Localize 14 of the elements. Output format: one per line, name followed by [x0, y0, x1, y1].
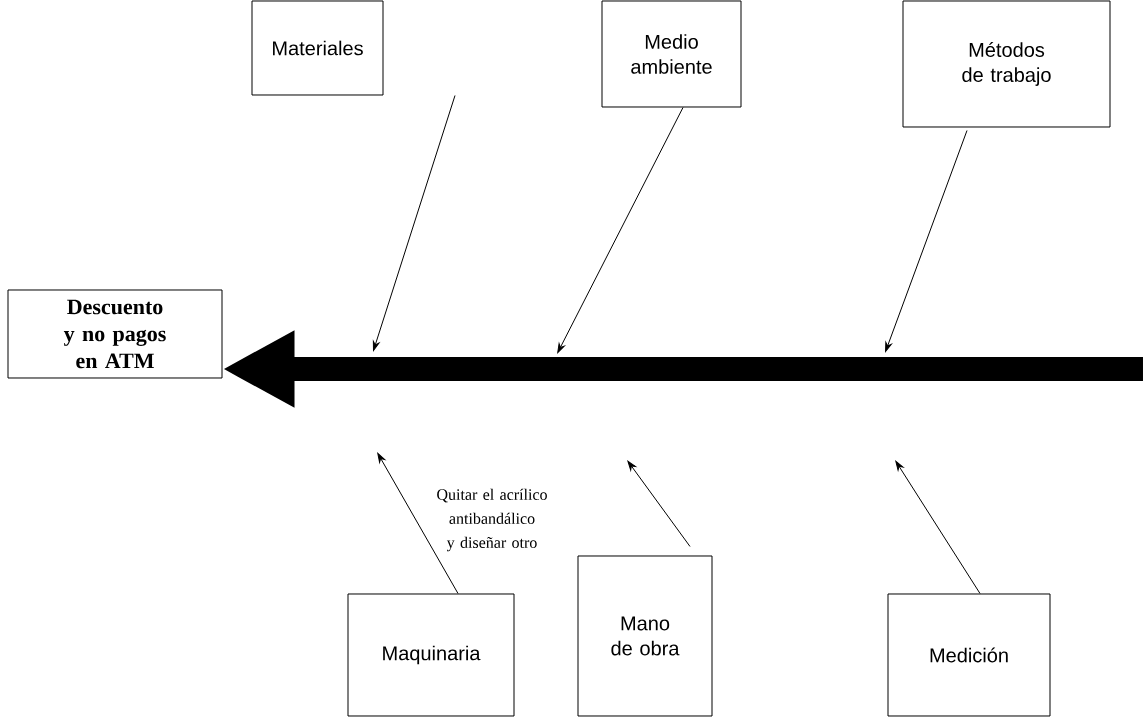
category-box: Materiales — [251, 0, 384, 96]
arrow — [895, 460, 981, 594]
category-box: Medición — [887, 593, 1051, 717]
category-box: Métodos de trabajo — [902, 0, 1111, 128]
arrow — [627, 460, 691, 547]
arrow — [372, 95, 456, 351]
arrow — [885, 130, 968, 352]
note-text: Quitar el acrílico antibandálico y diseñar otro — [437, 488, 547, 552]
category-box: Medio ambiente — [601, 0, 742, 108]
arrow — [557, 107, 684, 354]
arrow — [377, 452, 459, 594]
category-box: Mano de obra — [577, 555, 713, 717]
category-box: Maquinaria — [347, 593, 515, 717]
effect-box: Descuento y no pagos en ATM — [7, 289, 223, 379]
